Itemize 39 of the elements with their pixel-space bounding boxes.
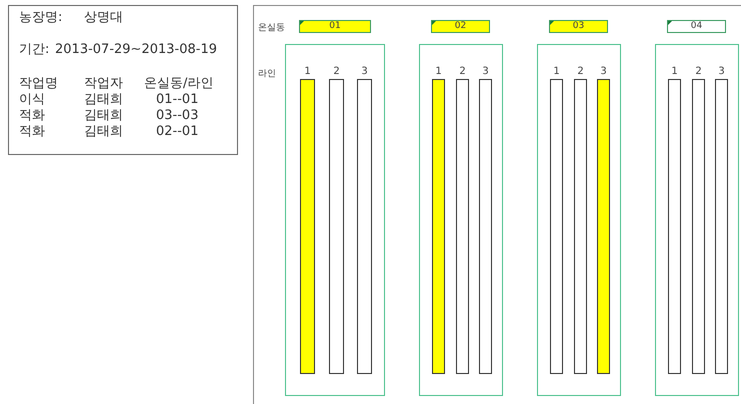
line-number: 3 <box>481 66 490 77</box>
table-cell: 적화 <box>19 124 45 140</box>
greenhouse-frame <box>655 44 739 396</box>
line-number: 2 <box>458 66 467 77</box>
line-number: 1 <box>434 66 443 77</box>
table-cell: 김태희 <box>84 108 123 124</box>
line-number: 2 <box>576 66 585 77</box>
greenhouse-frame <box>285 44 385 396</box>
greenhouse-label: 04 <box>667 20 726 33</box>
table-header: 작업명 <box>19 76 58 92</box>
greenhouse-label: 03 <box>549 20 608 33</box>
table-cell: 김태희 <box>84 92 123 108</box>
table-cell: 03--03 <box>156 108 198 124</box>
row-label: 라인 <box>258 68 276 80</box>
row-label: 온실동 <box>258 22 285 34</box>
line-number: 3 <box>717 66 726 77</box>
line-number: 3 <box>599 66 608 77</box>
line-number: 3 <box>360 66 369 77</box>
greenhouse-label: 02 <box>431 20 490 33</box>
table-cell: 이식 <box>19 92 45 108</box>
greenhouse-label: 01 <box>299 20 371 33</box>
field-label: 농장명: <box>19 10 62 26</box>
table-cell: 적화 <box>19 108 45 124</box>
line-number: 1 <box>303 66 312 77</box>
table-cell: 02--01 <box>156 124 198 140</box>
line-number: 1 <box>552 66 561 77</box>
info-panel <box>8 5 238 155</box>
field-label: 기간: <box>19 42 50 58</box>
line-number: 1 <box>670 66 679 77</box>
table-cell: 01--01 <box>156 92 198 108</box>
table-header: 작업자 <box>84 76 123 92</box>
greenhouse-frame <box>419 44 503 396</box>
line-number: 2 <box>694 66 703 77</box>
table-header: 온실동/라인 <box>144 76 214 92</box>
greenhouse-frame <box>537 44 621 396</box>
field-value: 2013-07-29~2013-08-19 <box>55 42 217 58</box>
field-value: 상명대 <box>84 10 123 26</box>
line-number: 2 <box>332 66 341 77</box>
table-cell: 김태희 <box>84 124 123 140</box>
